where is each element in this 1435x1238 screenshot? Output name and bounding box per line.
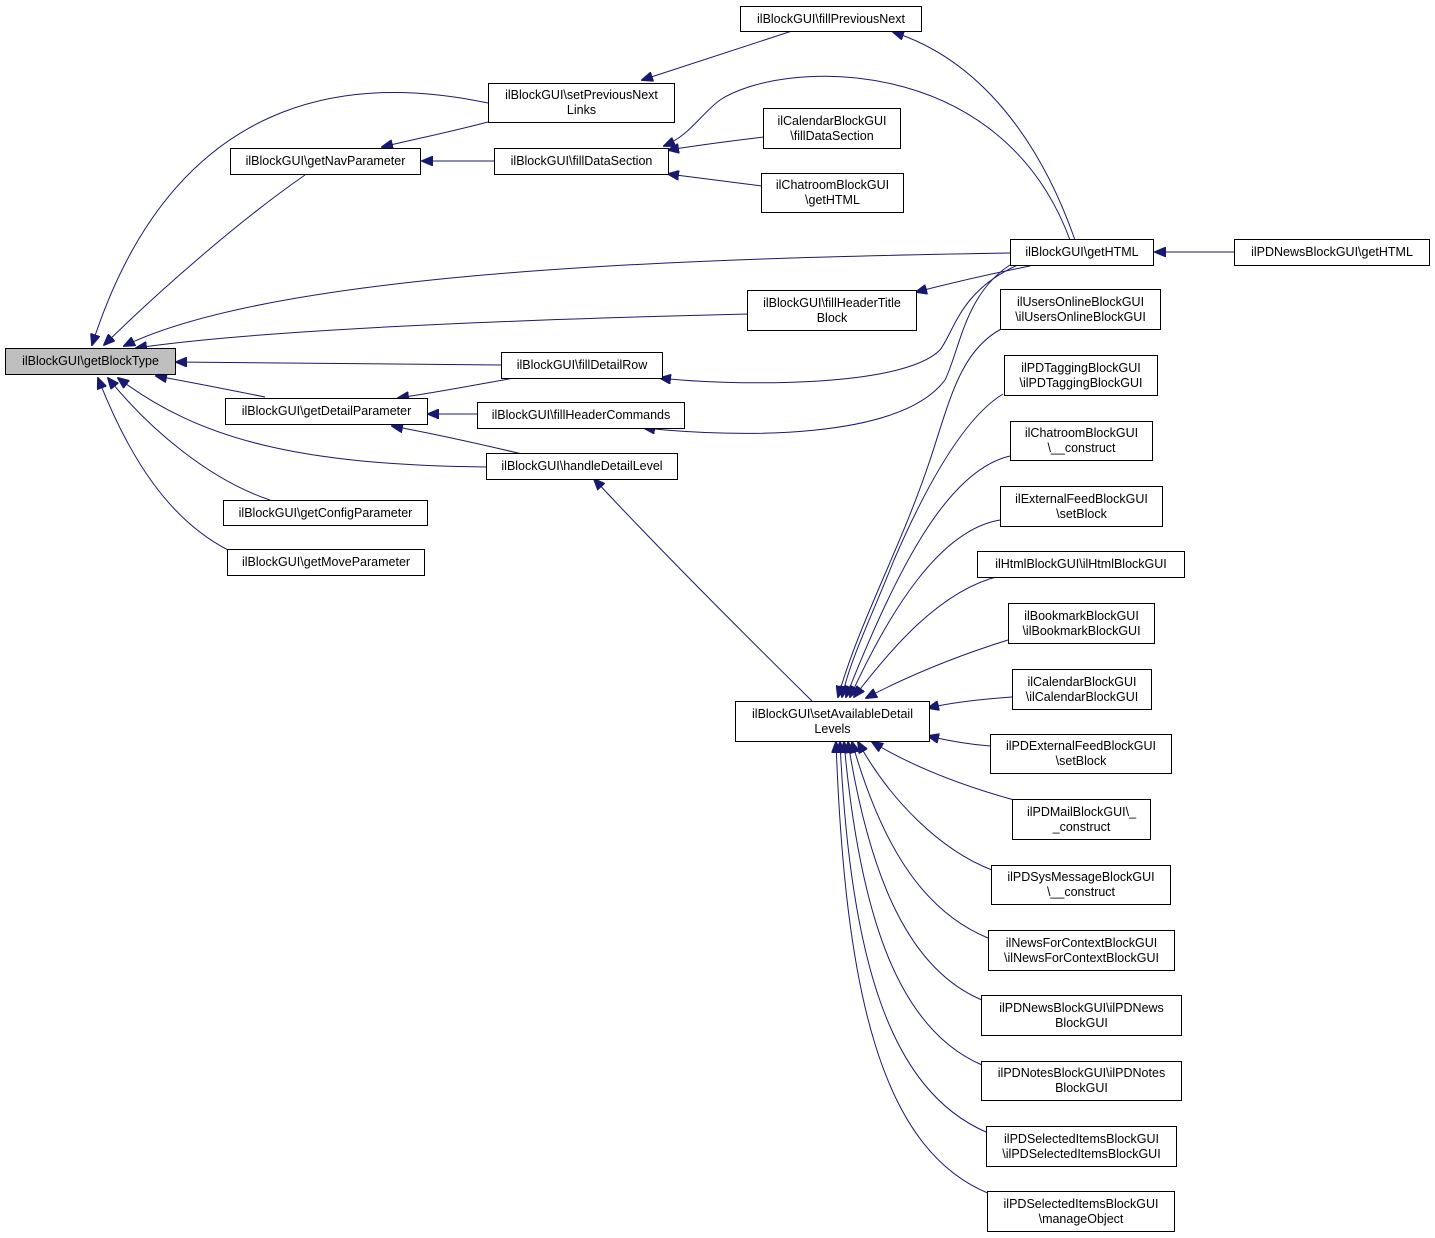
node-filldetailrow[interactable]: ilBlockGUI\fillDetailRow [501,352,663,379]
node-externalfeed-setblock[interactable]: ilExternalFeedBlockGUI \setBlock [1000,486,1163,527]
node-pdmail[interactable]: ilPDMailBlockGUI\_ _construct [1012,799,1151,840]
node-getblocktype: ilBlockGUI\getBlockType [5,348,176,375]
edge-calendarfill-to-filldatasection [668,136,765,150]
edge-pdnotes-to-setavail [844,742,983,1066]
edge-pdexternalfeed-to-setavail [928,736,991,747]
edge-handledetail-to-getdetail [392,426,523,455]
edge-getconfig-to-getblocktype [108,378,271,501]
node-fillpreviousnext[interactable]: ilBlockGUI\fillPreviousNext [740,6,922,32]
node-pdselecteditems[interactable]: ilPDSelectedItemsBlockGUI \ilPDSelectedI… [986,1126,1177,1167]
node-pdtagging[interactable]: ilPDTaggingBlockGUI \ilPDTaggingBlockGUI [1004,355,1158,396]
edge-getdetail-to-getblocktype [156,376,266,398]
edge-gethtml-to-filldetailrow [660,263,1021,383]
edge-htmlblock-to-setavail [854,575,1001,697]
edge-getmove-to-getblocktype [98,378,229,551]
edge-chatroomconstruct-to-setavail [846,455,1011,697]
edge-pdnewsblock-to-setavail [848,742,983,1001]
node-calendarblock[interactable]: ilCalendarBlockGUI \ilCalendarBlockGUI [1012,669,1152,710]
edge-bookmark-to-setavail [866,639,1009,698]
node-fillheadercommands[interactable]: ilBlockGUI\fillHeaderCommands [477,402,685,429]
node-pdselecteditems-manage[interactable]: ilPDSelectedItemsBlockGUI \manageObject [987,1191,1175,1232]
edge-pdtagging-to-setavail [842,393,1004,697]
node-bookmark[interactable]: ilBookmarkBlockGUI \ilBookmarkBlockGUI [1008,603,1155,644]
node-setpreviousnextlinks[interactable]: ilBlockGUI\setPreviousNext Links [488,83,675,123]
edge-filldetailrow-to-getblocktype [176,362,502,365]
edge-newsforcontext-to-setavail [852,742,989,939]
edge-pdselectedmanage-to-setavail [836,742,991,1195]
node-getnavparameter[interactable]: ilBlockGUI\getNavParameter [230,148,421,175]
edge-gethtml-to-filldatasection [664,75,1071,241]
edge-chatroomgethtml-to-filldatasection [668,174,763,187]
edge-pdmail-to-setavail [872,742,1015,801]
edge-fillheadertitle-to-getblocktype [136,313,749,348]
node-getdetailparameter[interactable]: ilBlockGUI\getDetailParameter [225,398,428,425]
edge-pdsysmessage-to-setavail [858,742,993,871]
node-htmlblock[interactable]: ilHtmlBlockGUI\ilHtmlBlockGUI [977,551,1185,578]
edge-gethtml-to-getblocktype [124,252,1011,346]
edge-setprevnext-to-getnav [382,121,489,147]
node-newsforcontext[interactable]: ilNewsForContextBlockGUI \ilNewsForConte… [988,930,1175,971]
node-fillheadertitleblock[interactable]: ilBlockGUI\fillHeaderTitle Block [747,290,917,331]
node-setavailabledetaillevels[interactable]: ilBlockGUI\setAvailableDetail Levels [735,701,930,742]
edge-externalfeed-to-setavail [850,519,1001,697]
edge-calendarblock-to-setavail [928,696,1013,708]
node-usersonline[interactable]: ilUsersOnlineBlockGUI \ilUsersOnlineBloc… [1000,289,1161,330]
edge-setprevnext-to-getblocktype [92,91,489,345]
node-pdsysmessage[interactable]: ilPDSysMessageBlockGUI \__construct [991,865,1171,905]
node-calendar-filldatasection[interactable]: ilCalendarBlockGUI \fillDataSection [763,108,901,149]
edge-setavail-to-handledetail [594,479,813,702]
edge-getnav-to-getblocktype [104,174,306,345]
node-chatroom-construct[interactable]: ilChatroomBlockGUI \__construct [1010,421,1153,461]
node-filldatasection[interactable]: ilBlockGUI\fillDataSection [494,148,669,175]
node-pdnews-gethtml[interactable]: ilPDNewsBlockGUI\getHTML [1234,239,1430,266]
edge-gethtml-to-fillprevnext [893,32,1076,241]
node-chatroom-gethtml[interactable]: ilChatroomBlockGUI \getHTML [761,173,904,213]
edge-filldetailrow-to-getdetail [398,376,521,398]
node-handledetaillevel[interactable]: ilBlockGUI\handleDetailLevel [486,453,678,480]
node-getmoveparameter[interactable]: ilBlockGUI\getMoveParameter [227,549,425,576]
node-pdexternalfeed[interactable]: ilPDExternalFeedBlockGUI \setBlock [990,734,1172,774]
edge-usersonline-to-setavail [838,327,1004,697]
edge-gethtml-to-fillheadertitle [916,265,1031,292]
edge-fillprevnext-to-setprevnext [642,30,793,80]
node-getconfigparameter[interactable]: ilBlockGUI\getConfigParameter [223,500,428,526]
node-gethtml[interactable]: ilBlockGUI\getHTML [1010,239,1154,266]
node-pdnewsblock[interactable]: ilPDNewsBlockGUI\ilPDNews BlockGUI [981,995,1182,1036]
edge-pdselected-to-setavail [840,742,987,1133]
node-pdnotes[interactable]: ilPDNotesBlockGUI\ilPDNotes BlockGUI [981,1061,1182,1101]
edge-gethtml-to-fillheadercommands [644,261,1016,433]
edge-handledetail-to-getblocktype [118,378,488,468]
